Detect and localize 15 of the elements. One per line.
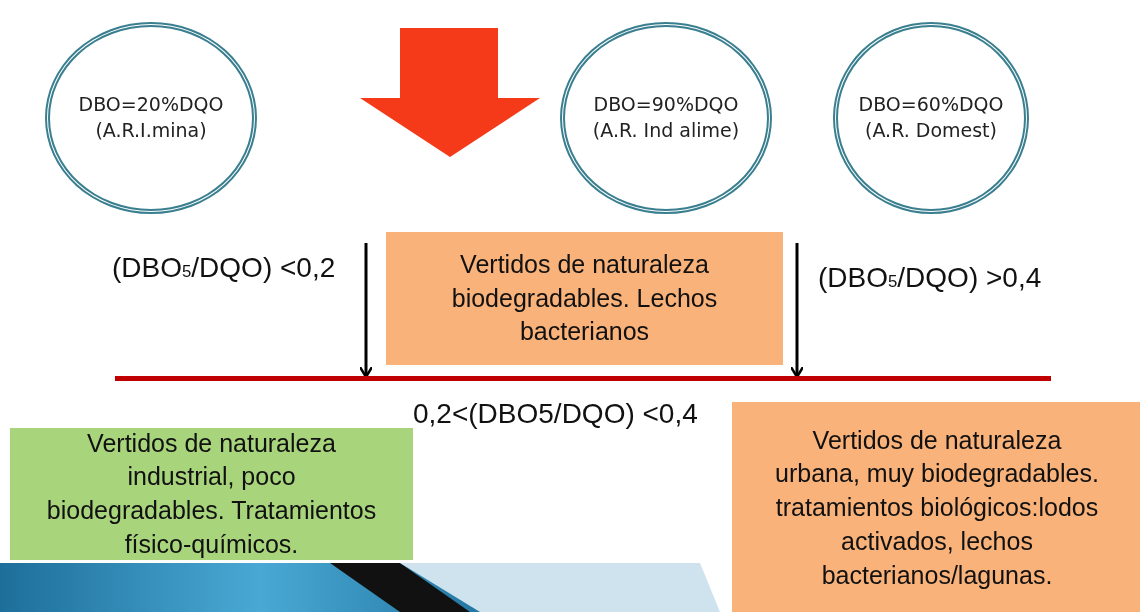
text-box: Vertidos de naturaleza urbana, muy biodegradables. tratamientos biológicos:lodos activados, lechos bacterianos/lagunas.: [732, 402, 1140, 612]
node-text: DBO=20%DQO: [78, 92, 224, 118]
node-text: DBO=90%DQO: [593, 92, 739, 118]
text-box: Vertidos de naturaleza industrial, poco biodegradables. Tratamientos físico-químicos.: [10, 428, 413, 560]
arrow: [358, 243, 374, 379]
ellipse-node: [560, 22, 772, 214]
ellipse-node: [833, 22, 1029, 214]
ellipse-node: [45, 22, 257, 214]
arrow: [789, 243, 805, 379]
node-text: (A.R.I.mina): [95, 118, 207, 143]
node-text: (A.R. Domest): [865, 118, 997, 143]
text-box: Vertidos de naturaleza biodegradables. Lechos bacterianos: [386, 232, 783, 365]
node-text: DBO=60%DQO: [858, 92, 1004, 118]
node-text: (A.R. Ind alime): [592, 118, 740, 143]
ratio-label: 0,2<(DBO5/DQO) <0,4: [413, 398, 698, 430]
